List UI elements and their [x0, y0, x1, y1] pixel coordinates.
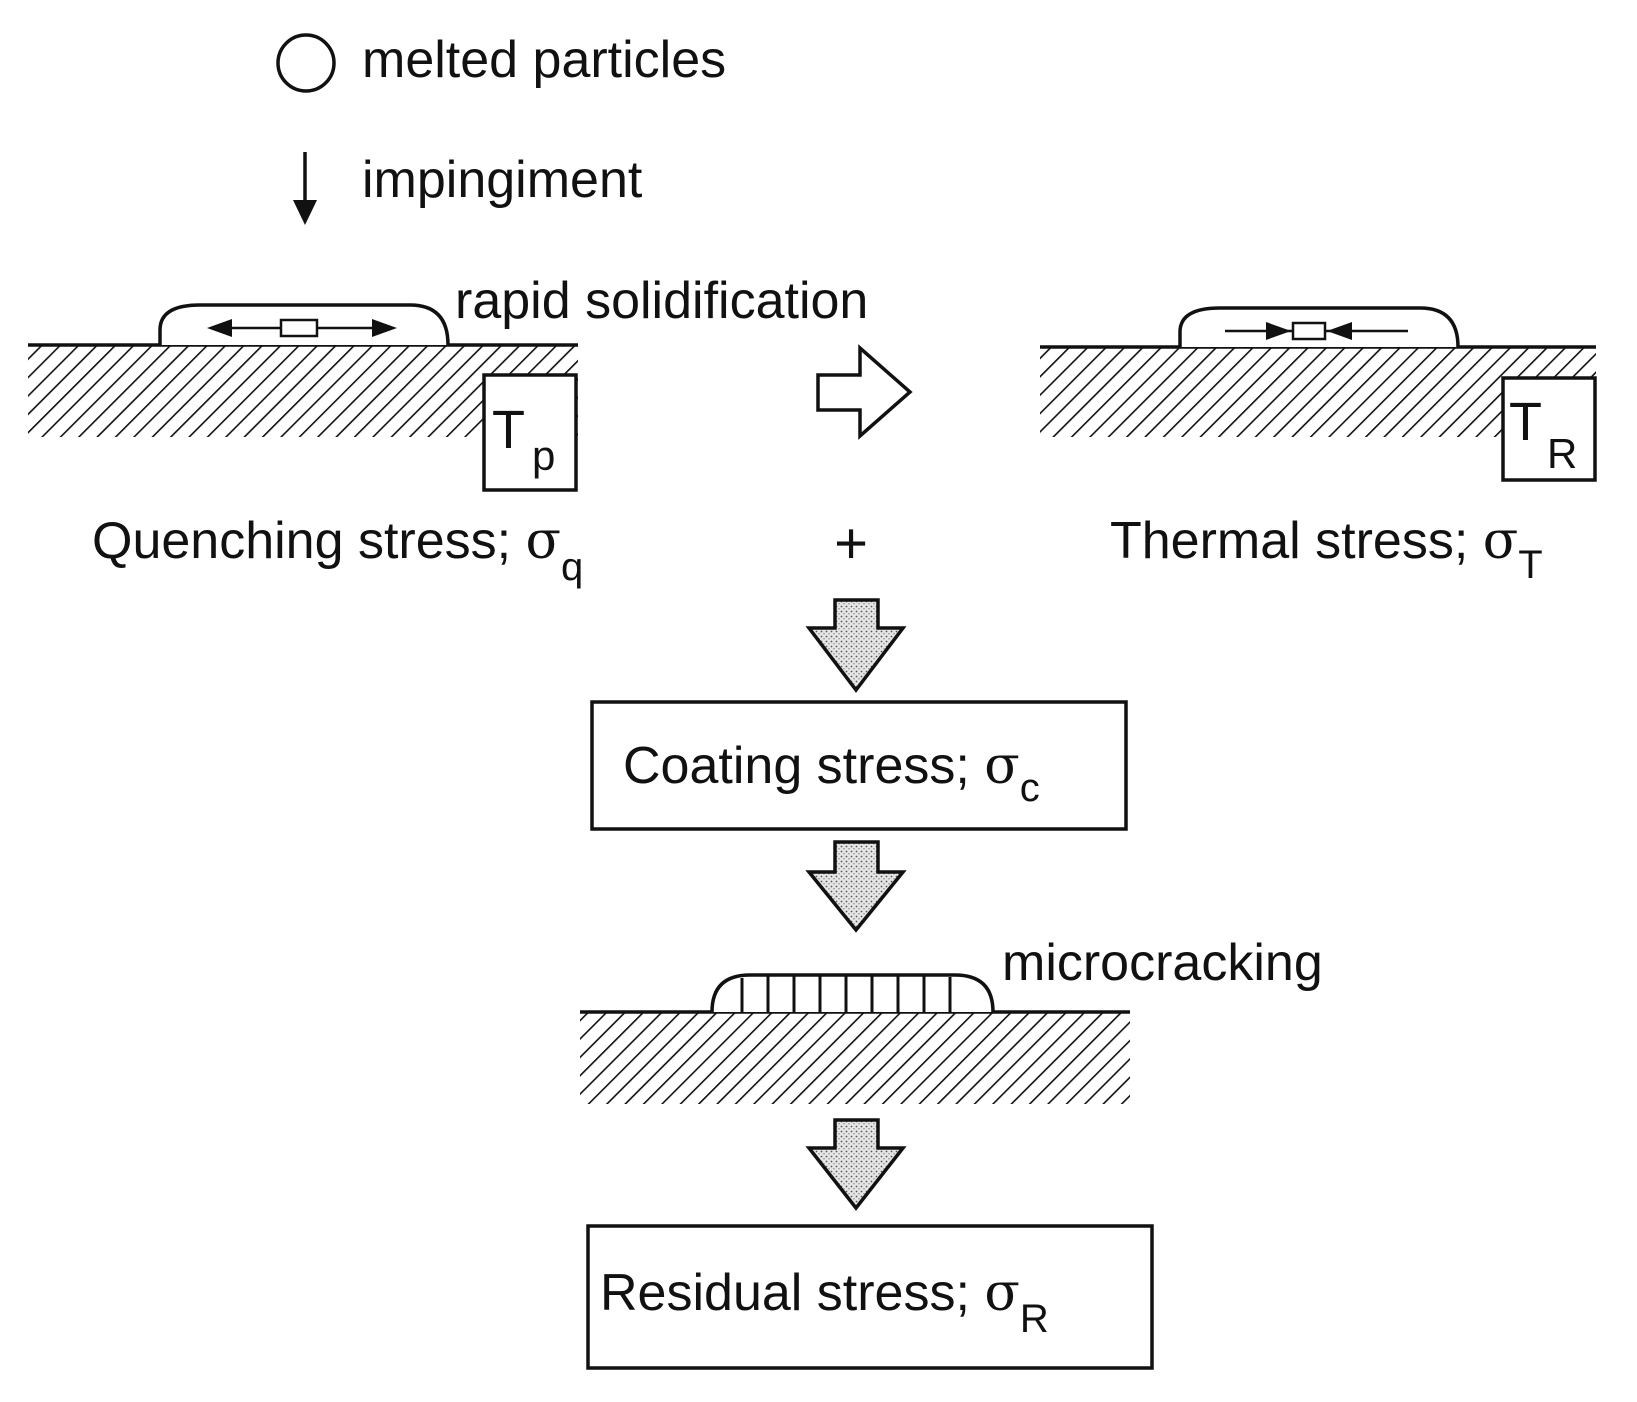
- down-arrow-2-icon: [805, 840, 907, 933]
- plus-sign: +: [834, 511, 868, 576]
- down-arrow-1-icon: [805, 598, 907, 693]
- legend: melted particles impingiment: [276, 31, 726, 225]
- crack-substrate: [580, 1012, 1130, 1104]
- residual-stress-label: Residual stress; σR: [600, 1263, 1049, 1341]
- temp-tp-main: T: [492, 400, 525, 460]
- impingement-label: impingiment: [362, 151, 643, 209]
- transition-arrow-icon: [816, 344, 913, 440]
- thermal-stage: T R Thermal stress; σT: [1040, 306, 1597, 587]
- compressive-arrows-icon: [1225, 321, 1408, 341]
- temp-box-tp: [482, 373, 578, 492]
- impingement-arrow-icon: [293, 152, 317, 225]
- melted-particle-icon: [276, 33, 336, 93]
- temp-box-tr: [1501, 376, 1597, 482]
- rapid-solidification-label: rapid solidification: [455, 272, 868, 330]
- coating-stress-label: Coating stress; σc: [623, 736, 1040, 810]
- down-arrow-3-icon: [805, 1118, 907, 1211]
- temp-tr-sub: R: [1547, 430, 1577, 477]
- quenching-stress-label: Quenching stress; σq: [92, 511, 583, 589]
- coating-stress-box: Coating stress; σc: [590, 700, 1128, 831]
- melted-particles-label: melted particles: [362, 31, 726, 89]
- tensile-arrows-icon: [207, 318, 397, 338]
- thermal-stress-label: Thermal stress; σT: [1110, 511, 1543, 587]
- temp-tp-sub: p: [532, 432, 555, 479]
- microcracking-stage: microcracking: [580, 934, 1323, 1104]
- quenching-stage: rapid solidification T p Quenching stres…: [28, 272, 868, 589]
- residual-stress-box: Residual stress; σR: [586, 1224, 1154, 1370]
- microcracking-label: microcracking: [1002, 934, 1323, 992]
- crack-lines: [740, 976, 952, 1012]
- temp-tr-main: T: [1509, 392, 1542, 452]
